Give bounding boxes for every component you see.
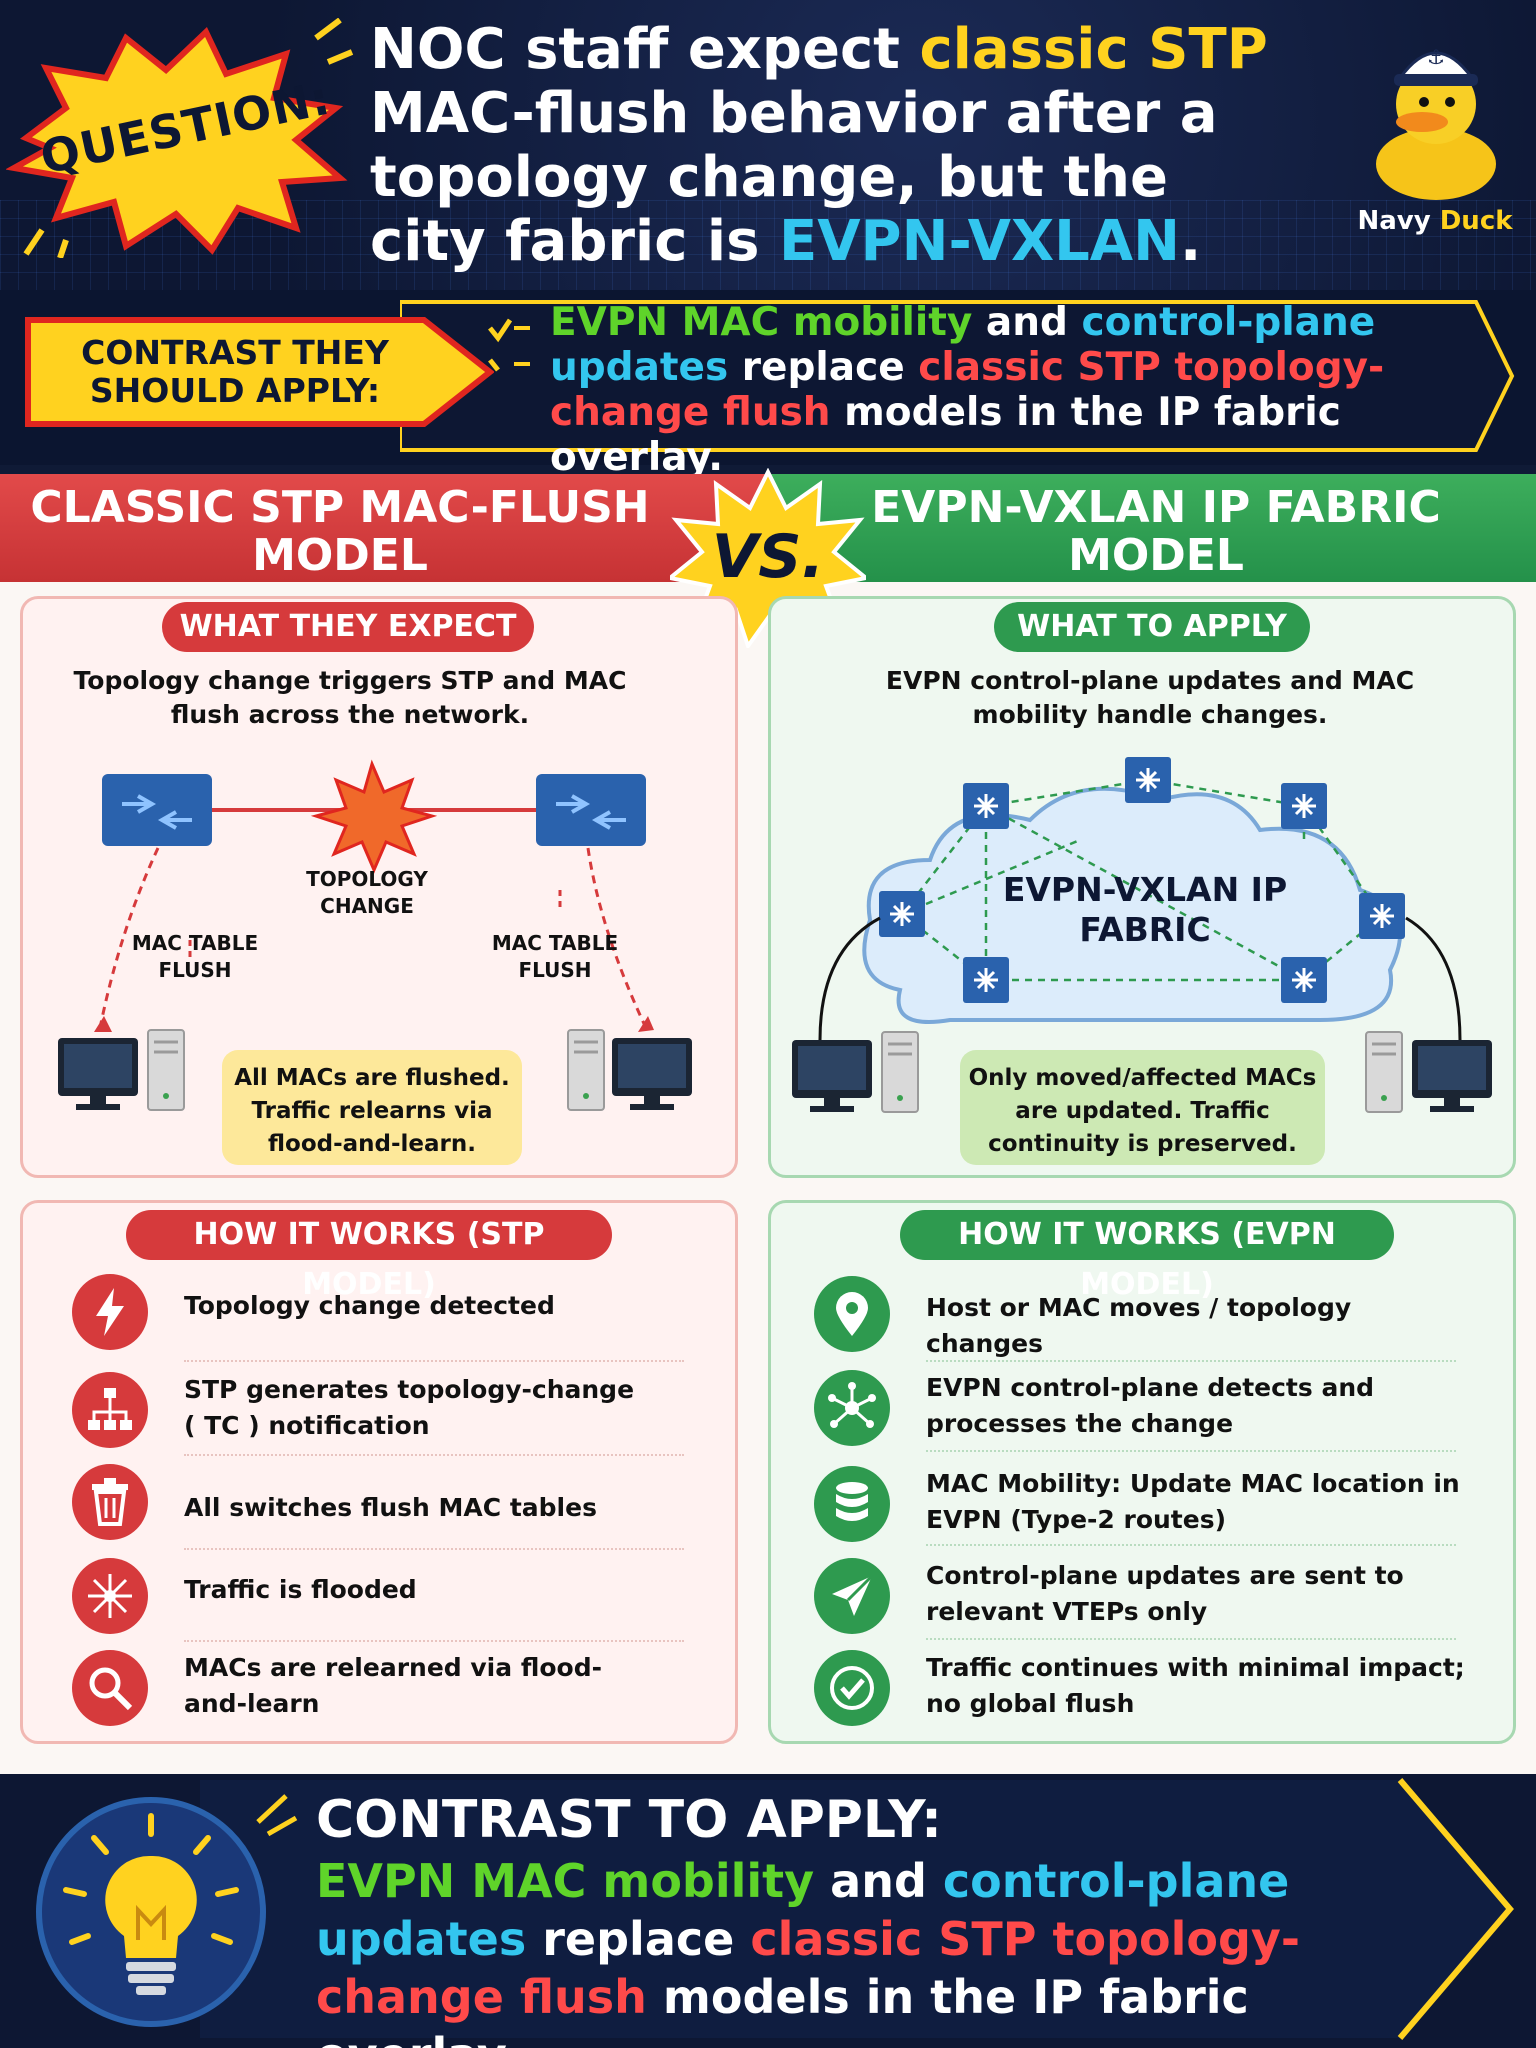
- evpn-monitor-left-icon: [792, 1040, 872, 1112]
- spark-decoration-icon: [256, 1794, 298, 1837]
- stp-step: STP generates topology-change ( TC ) not…: [72, 1372, 692, 1452]
- evpn-step: MAC Mobility: Update MAC location in EVP…: [814, 1466, 1494, 1546]
- evpn-apply-description: EVPN control-plane updates and MAC mobil…: [885, 666, 1415, 729]
- evpn-step-text: MAC Mobility: Update MAC location in EVP…: [926, 1469, 1460, 1534]
- server-left-icon: [147, 1029, 185, 1111]
- navy-duck-logo: ⚓: [1376, 45, 1496, 200]
- evpn-step: Host or MAC moves / topology changes: [814, 1276, 1494, 1358]
- contrast-text: EVPN MAC mobility and control-plane upda…: [550, 300, 1385, 480]
- stp-step: MACs are relearned via flood-and-learn: [72, 1650, 692, 1730]
- evpn-step: EVPN control-plane detects and processes…: [814, 1370, 1494, 1450]
- evpn-banner: [768, 474, 1536, 582]
- evpn-step-text: Traffic continues with minimal impact; n…: [926, 1653, 1465, 1718]
- what-they-expect-pill: WHAT THEY EXPECT: [162, 602, 534, 652]
- server-right-icon: [567, 1029, 605, 1111]
- divider: [184, 1454, 684, 1456]
- stp-step-text: Traffic is flooded: [184, 1575, 417, 1604]
- fabric-label: EVPN-VXLAN IP FABRIC: [1002, 870, 1288, 949]
- bottom-title: CONTRAST TO APPLY:: [316, 1790, 942, 1850]
- evpn-server-left-icon: [881, 1031, 919, 1113]
- stp-flush-note: All MACs are flushed. Traffic relearns v…: [222, 1050, 522, 1165]
- bottom-ribbon: [200, 1778, 1514, 2040]
- contrast-ribbon: [400, 300, 1515, 452]
- network-hub-icon: [814, 1370, 890, 1446]
- what-to-apply-pill: WHAT TO APPLY: [994, 602, 1310, 652]
- evpn-step-text: EVPN control-plane detects and processes…: [926, 1373, 1375, 1438]
- bottom-contrast-text: EVPN MAC mobility and control-plane upda…: [316, 1854, 1300, 2048]
- stp-step: Traffic is flooded: [72, 1558, 692, 1638]
- database-icon: [814, 1466, 890, 1542]
- stp-model-title: CLASSIC STP MAC-FLUSH MODEL: [30, 482, 650, 581]
- contrast-tag-shape: [25, 317, 494, 427]
- mac-flush-label-left: MAC TABLE FLUSH: [131, 931, 259, 982]
- monitor-left-icon: [58, 1038, 138, 1110]
- send-icon: [814, 1558, 890, 1634]
- checklist-icon: [488, 318, 530, 372]
- monitor-right-icon: [612, 1038, 692, 1110]
- topology-change-burst-icon: [310, 759, 438, 874]
- trash-icon: [72, 1464, 148, 1540]
- switch-right-icon: [536, 774, 646, 846]
- evpn-step-text: Host or MAC moves / topology changes: [926, 1293, 1352, 1358]
- mac-flush-label-right: MAC TABLE FLUSH: [491, 931, 619, 982]
- check-circle-icon: [814, 1650, 890, 1726]
- hierarchy-icon: [72, 1372, 148, 1448]
- evpn-update-note: Only moved/affected MACs are updated. Tr…: [960, 1050, 1325, 1165]
- stp-expectation-description: Topology change triggers STP and MAC flu…: [73, 666, 627, 729]
- vs-label: VS.: [711, 522, 825, 592]
- stp-how-it-works-pill: HOW IT WORKS (STP MODEL): [126, 1210, 612, 1302]
- stp-banner: [0, 474, 768, 582]
- lightning-icon: [72, 1274, 148, 1350]
- search-icon: [72, 1650, 148, 1726]
- location-pin-icon: [814, 1276, 890, 1352]
- divider: [926, 1638, 1456, 1640]
- flood-icon: [72, 1558, 148, 1634]
- divider: [184, 1548, 684, 1550]
- evpn-step: Control-plane updates are sent to releva…: [814, 1558, 1494, 1638]
- stp-step: All switches flush MAC tables: [72, 1464, 692, 1544]
- divider: [926, 1360, 1456, 1362]
- question-text: NOC staff expect classic STP MAC-flush b…: [370, 17, 1268, 274]
- question-burst-icon: [6, 18, 354, 258]
- contrast-tag-label: CONTRAST THEY SHOULD APPLY:: [81, 333, 389, 410]
- stp-step-text: MACs are relearned via flood-and-learn: [184, 1653, 602, 1718]
- stp-step: Topology change detected: [72, 1274, 692, 1354]
- divider: [184, 1360, 684, 1362]
- topology-change-label: TOPOLOGY CHANGE: [306, 867, 428, 918]
- stp-step-text: STP generates topology-change ( TC ) not…: [184, 1375, 635, 1440]
- evpn-fabric-diagram: [792, 757, 1492, 1113]
- evpn-how-it-works-panel: [768, 1200, 1516, 1744]
- brand-name: Navy Duck: [1357, 206, 1513, 236]
- stp-step-text: All switches flush MAC tables: [184, 1493, 597, 1522]
- evpn-step-text: Control-plane updates are sent to releva…: [926, 1561, 1404, 1626]
- evpn-monitor-right-icon: [1412, 1040, 1492, 1112]
- switch-left-icon: [102, 774, 212, 846]
- evpn-step: Traffic continues with minimal impact; n…: [814, 1650, 1494, 1730]
- evpn-model-title: EVPN-VXLAN IP FABRIC MODEL: [871, 482, 1441, 581]
- evpn-server-right-icon: [1365, 1031, 1403, 1113]
- divider: [926, 1544, 1456, 1546]
- svg-text:⚓: ⚓: [1427, 45, 1445, 69]
- stp-topology-diagram: [58, 759, 692, 1111]
- divider: [184, 1640, 684, 1642]
- evpn-how-it-works-pill: HOW IT WORKS (EVPN MODEL): [900, 1210, 1394, 1302]
- divider: [926, 1450, 1456, 1452]
- lightbulb-icon: [36, 1797, 266, 2027]
- stp-step-text: Topology change detected: [184, 1291, 555, 1320]
